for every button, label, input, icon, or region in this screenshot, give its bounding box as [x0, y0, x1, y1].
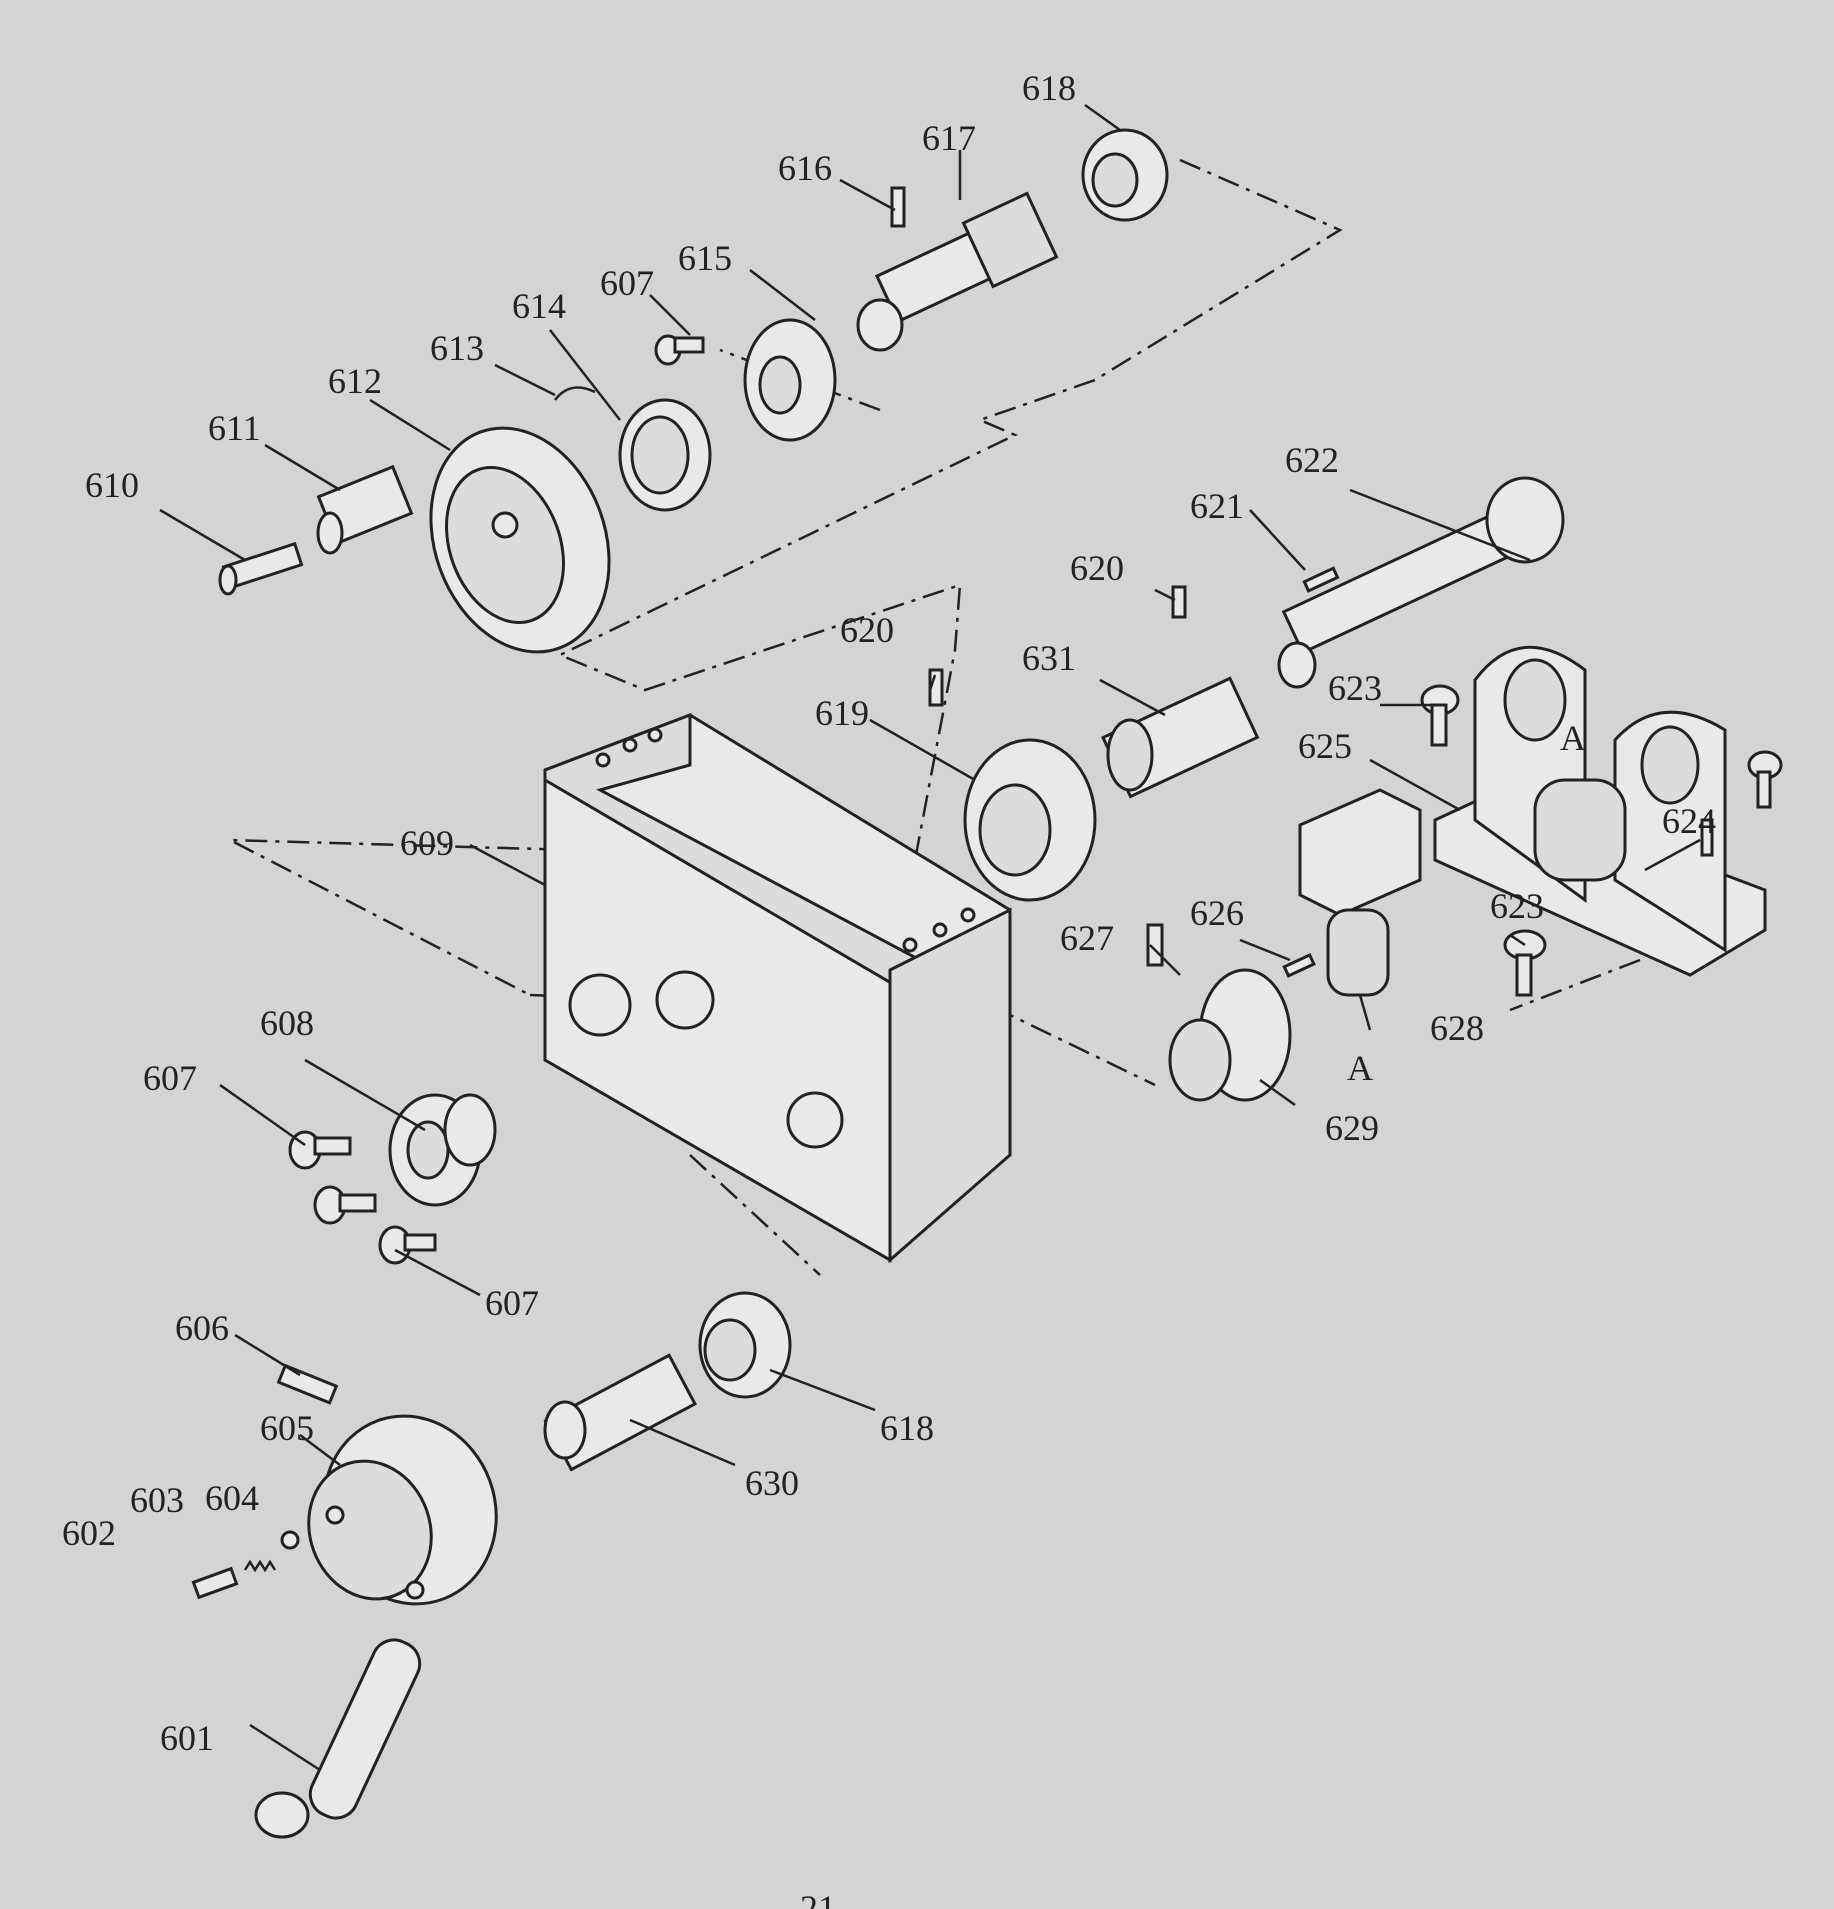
callout-624: 624 — [1662, 801, 1716, 841]
ball-604 — [280, 1530, 300, 1550]
knob-605 — [307, 1414, 498, 1606]
page-number: 21 — [800, 1888, 836, 1909]
callout-623-bottom: 623 — [1490, 886, 1544, 926]
screw-607-top — [654, 334, 705, 366]
pin-616 — [890, 186, 906, 228]
bracket-615 — [743, 318, 837, 442]
callout-601: 601 — [160, 1718, 214, 1758]
sleeve-631 — [1101, 676, 1260, 799]
callout-618-bottom: 618 — [880, 1408, 934, 1448]
callout-625: 625 — [1298, 726, 1352, 766]
housing-boss-right — [655, 970, 715, 1030]
callout-607-bottom: 607 — [485, 1283, 539, 1323]
callout-608: 608 — [260, 1003, 314, 1043]
screw-right — [1747, 750, 1783, 809]
callout-607-top: 607 — [600, 263, 654, 303]
clip-613 — [554, 386, 596, 401]
sleeve-611 — [316, 464, 414, 555]
bracket-625 — [1433, 645, 1767, 977]
pin-626 — [1282, 952, 1316, 978]
callout-609: 609 — [400, 823, 454, 863]
housing-knob — [786, 1091, 844, 1149]
hub-629 — [1168, 968, 1292, 1102]
callout-622: 622 — [1285, 440, 1339, 480]
screw-623-top — [1420, 684, 1460, 747]
callout-630: 630 — [745, 1463, 799, 1503]
callout-612: 612 — [328, 361, 382, 401]
housing-boss-left — [568, 973, 632, 1037]
section-mark-a-bottom: A — [1347, 1048, 1373, 1088]
spring-603 — [243, 1559, 277, 1573]
clamp-628 — [1298, 788, 1422, 997]
callout-602: 602 — [62, 1513, 116, 1553]
callout-618-top: 618 — [1022, 68, 1076, 108]
callout-604: 604 — [205, 1478, 259, 1518]
callout-605: 605 — [260, 1408, 314, 1448]
key-621 — [1302, 566, 1340, 593]
callout-623-top: 623 — [1328, 668, 1382, 708]
pin-606 — [276, 1363, 339, 1405]
pin-620-right — [1171, 585, 1187, 619]
leader-lines — [159, 103, 1701, 1772]
shaft-630 — [543, 1353, 697, 1472]
callout-603: 603 — [130, 1480, 184, 1520]
callout-617: 617 — [922, 118, 976, 158]
callout-610: 610 — [85, 465, 139, 505]
callout-615: 615 — [678, 238, 732, 278]
handwheel-612 — [429, 426, 611, 654]
callout-628: 628 — [1430, 1008, 1484, 1048]
pinion-shaft-617 — [856, 191, 1059, 352]
screw-602 — [191, 1566, 239, 1600]
handle-601 — [254, 1638, 422, 1839]
callout-627: 627 — [1060, 918, 1114, 958]
callout-611: 611 — [208, 408, 261, 448]
section-mark-a-top: A — [1560, 718, 1586, 758]
bolt-610 — [218, 541, 304, 596]
callout-626: 626 — [1190, 893, 1244, 933]
gear-619 — [963, 738, 1097, 902]
dial-ring-614 — [618, 398, 712, 512]
screw-607-a — [288, 1130, 352, 1170]
housing-609 — [543, 712, 1012, 1264]
callout-614: 614 — [512, 286, 566, 326]
bearing-618-top — [1081, 128, 1169, 222]
callout-621: 621 — [1190, 486, 1244, 526]
callout-616: 616 — [778, 148, 832, 188]
callout-631: 631 — [1022, 638, 1076, 678]
screw-607-b — [313, 1185, 377, 1225]
callout-613: 613 — [430, 328, 484, 368]
callout-607-left: 607 — [143, 1058, 197, 1098]
callout-606: 606 — [175, 1308, 229, 1348]
callout-620-left: 620 — [840, 610, 894, 650]
pin-624 — [1700, 818, 1714, 857]
callout-labels: 618 617 616 615 607 614 613 612 611 610 … — [62, 68, 1716, 1909]
callout-620-right: 620 — [1070, 548, 1124, 588]
callout-619: 619 — [815, 693, 869, 733]
bearing-618-bottom — [698, 1291, 792, 1399]
callout-629: 629 — [1325, 1108, 1379, 1148]
